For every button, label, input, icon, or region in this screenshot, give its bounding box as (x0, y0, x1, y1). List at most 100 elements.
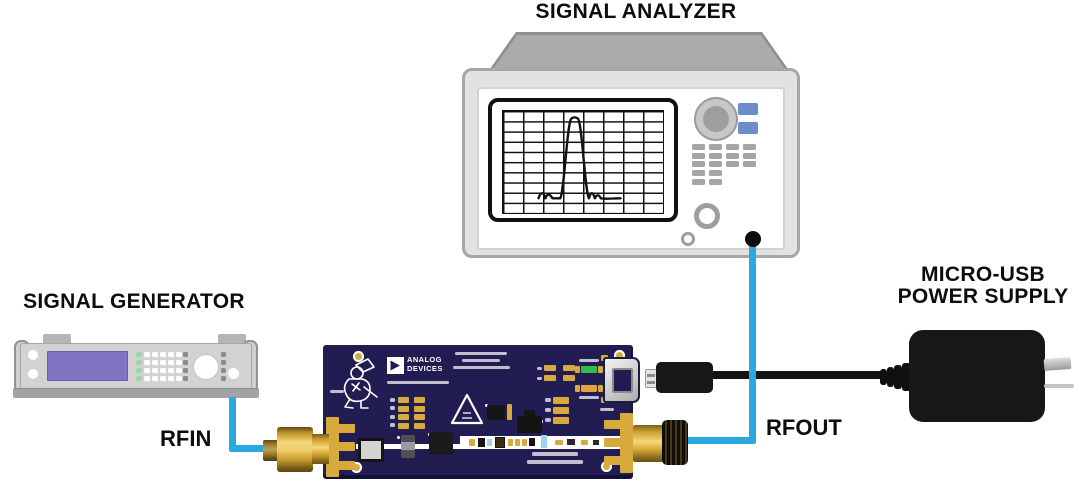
analyzer-knob-center (703, 106, 729, 132)
rfout-label: RFOUT (766, 415, 842, 440)
smd-component (529, 438, 535, 446)
rfin-sma-tip (263, 440, 278, 461)
signal-analyzer-title: SIGNAL ANALYZER (535, 0, 737, 23)
analog-devices-logo-icon (387, 357, 404, 374)
mounting-hole (614, 350, 625, 361)
cable-strain-relief (887, 367, 894, 387)
analyzer-key (743, 161, 756, 167)
smd-component (541, 435, 547, 448)
analyzer-small-button (681, 232, 695, 246)
generator-key (160, 352, 166, 357)
generator-softkey (136, 376, 142, 381)
ic-sot (487, 405, 505, 420)
silkscreen-line (455, 352, 507, 355)
capacitor (401, 435, 415, 458)
power-supply-title: MICRO-USB POWER SUPPLY (878, 264, 1080, 308)
generator-display (47, 351, 128, 381)
rfout-sma-cable-nut (662, 420, 688, 465)
silkscreen-line (527, 460, 583, 464)
generator-key-dark (221, 376, 226, 381)
generator-key (168, 368, 174, 373)
signal-generator (13, 333, 259, 399)
generator-key (144, 352, 150, 357)
analyzer-key (726, 144, 739, 150)
analyzer-key (709, 152, 722, 159)
smd-component (593, 440, 599, 445)
ac-prong-top (1043, 357, 1072, 371)
generator-softkey (136, 360, 142, 365)
esd-warning-triangle (450, 393, 484, 425)
mounting-hole (601, 461, 612, 472)
generator-key-dark (183, 352, 188, 357)
analyzer-keypad-upper (692, 144, 756, 167)
rfin-cable-vertical (229, 397, 236, 448)
generator-key (168, 352, 174, 357)
analyzer-key (692, 170, 705, 176)
transistor-tab (524, 410, 535, 417)
analyzer-blue-button (738, 103, 758, 115)
signal-generator-title: SIGNAL GENERATOR (23, 290, 245, 313)
mounting-hole (353, 351, 364, 362)
silkscreen-line (600, 408, 614, 411)
analyzer-lid-face (493, 35, 785, 69)
generator-softkey (136, 352, 142, 357)
generator-softkey-column (136, 352, 142, 381)
generator-key (152, 376, 158, 381)
generator-key (152, 368, 158, 373)
generator-key (168, 360, 174, 365)
smd-component (478, 438, 485, 447)
generator-key-column (183, 352, 188, 381)
analyzer-key (709, 170, 722, 176)
generator-key (160, 360, 166, 365)
analyzer-key (692, 161, 705, 167)
usb-plug-body (656, 362, 713, 393)
generator-key (144, 376, 150, 381)
smd-component (495, 437, 505, 448)
generator-key (176, 368, 182, 373)
generator-key (176, 352, 182, 357)
analog-devices-logo-text: ANALOG DEVICES (407, 355, 443, 373)
generator-softkey (136, 368, 142, 373)
usb-plug-contact (647, 381, 655, 384)
rfout-cable-horizontal (684, 437, 753, 444)
generator-key (168, 376, 174, 381)
cable-strain-relief (902, 363, 911, 391)
rfin-cable-horizontal (229, 445, 269, 452)
generator-button-round (228, 368, 239, 379)
power-supply-title-line2: POWER SUPPLY (897, 285, 1069, 308)
generator-key (144, 368, 150, 373)
rfin-sma-hex-nut (277, 427, 313, 472)
analyzer-key (692, 178, 705, 185)
generator-key (144, 360, 150, 365)
power-led-green (581, 366, 597, 373)
spectrum-trace (537, 116, 622, 200)
analyzer-ring-connector (694, 203, 720, 229)
generator-key-dark (183, 360, 188, 365)
generator-key (152, 352, 158, 357)
analyzer-key (743, 152, 756, 159)
generator-key-dark (183, 376, 188, 381)
silkscreen-line (532, 452, 578, 456)
generator-key (176, 376, 182, 381)
analyzer-key (692, 144, 705, 150)
analyzer-key (726, 152, 739, 159)
signal-analyzer (460, 32, 802, 260)
analyzer-key (726, 161, 739, 167)
analyzer-key (709, 144, 722, 150)
analyzer-key (709, 161, 722, 167)
mounting-hole (351, 462, 362, 473)
micro-usb-port (603, 357, 640, 403)
transistor (517, 416, 542, 433)
smd-component (487, 439, 492, 446)
generator-button-round (28, 369, 38, 379)
silkscreen-line (387, 381, 449, 384)
crystal-module (358, 438, 384, 462)
analyzer-keypad-lower (692, 170, 722, 193)
silkscreen-line (330, 390, 344, 393)
rfout-sma-barrel (633, 425, 663, 462)
generator-base (13, 388, 259, 398)
usb-plug-contact (647, 374, 655, 377)
generator-button-round (28, 350, 38, 360)
status-led-amber (581, 385, 597, 392)
